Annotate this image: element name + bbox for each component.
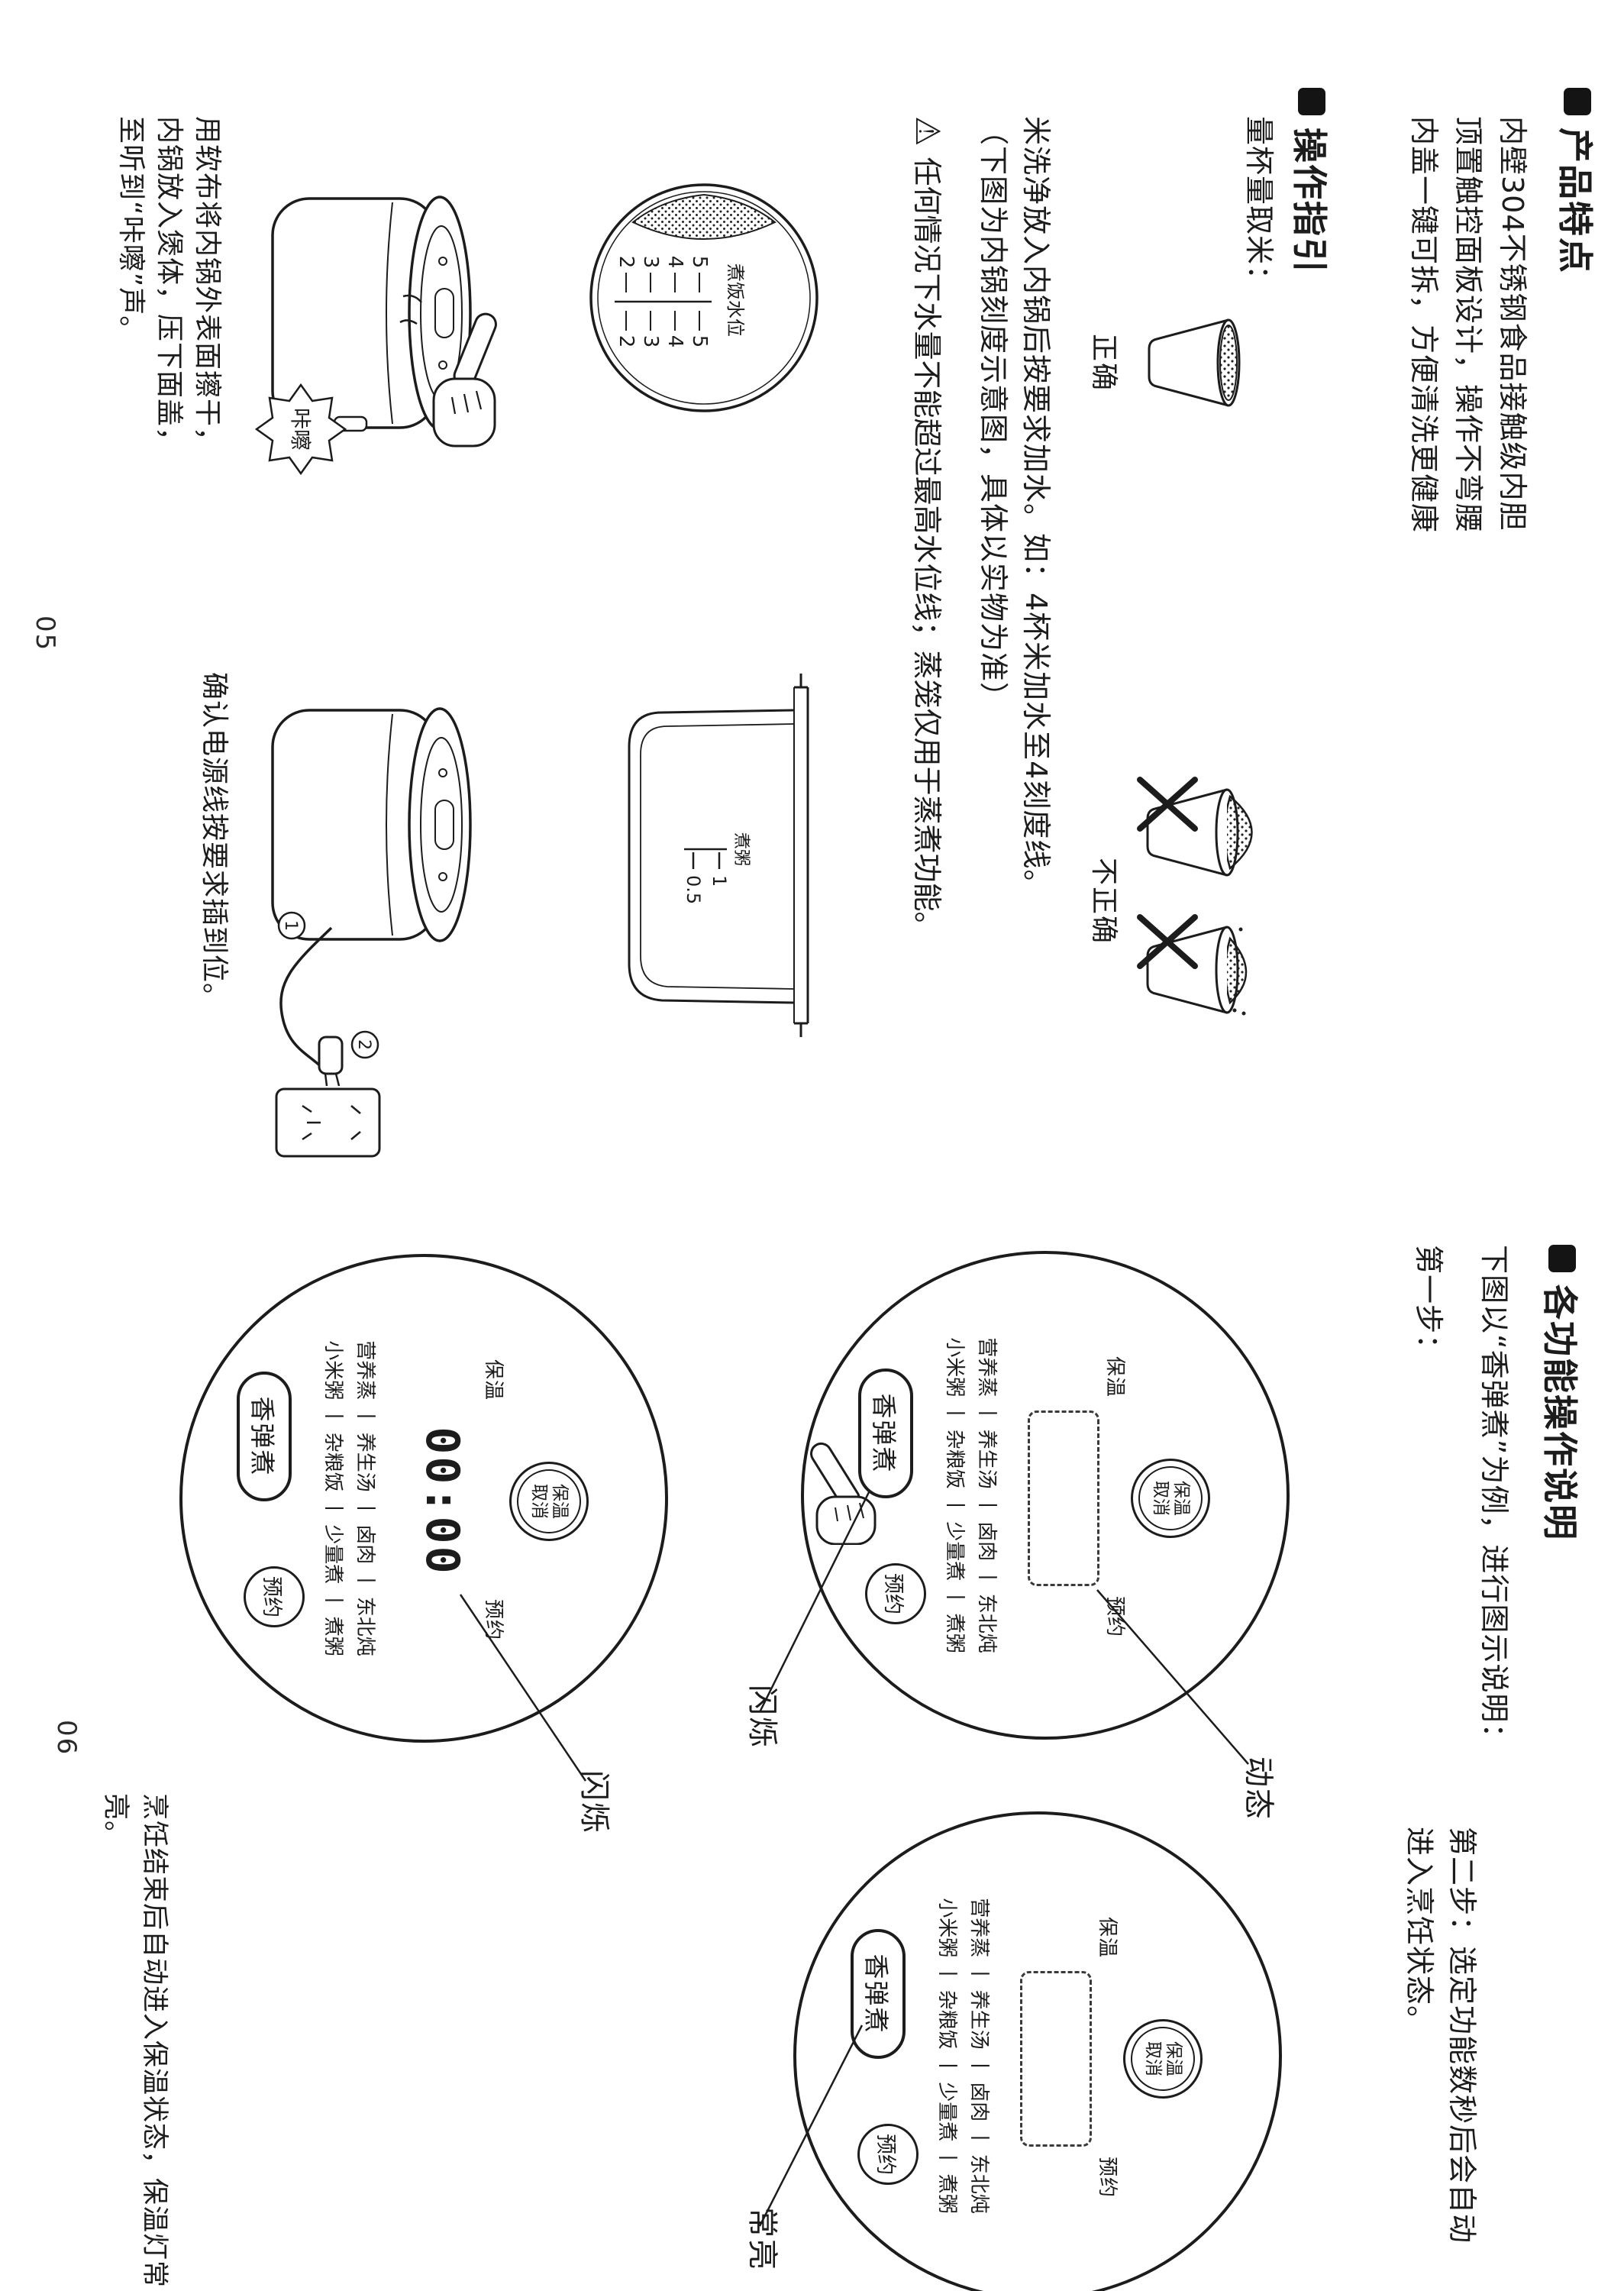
svg-text:5: 5 [688, 256, 711, 269]
svg-text:2: 2 [354, 1039, 373, 1050]
preset-indicator-label: 预约 [1096, 2157, 1119, 2199]
svg-text:2: 2 [615, 335, 638, 348]
wrong-mark-icon [1137, 914, 1198, 969]
annotation-steady: 常亮 [744, 2207, 780, 2271]
svg-text:3: 3 [639, 256, 662, 269]
section-marker-icon [1548, 1245, 1576, 1272]
svg-text:0.5: 0.5 [683, 875, 704, 904]
svg-text:5: 5 [688, 335, 711, 348]
control-panel-step2-cooking: 保温 取消 保温 预约 营养蒸 丨 养生汤 丨 卤肉 丨 东北炖 小米粥 丨 杂… [793, 1811, 1282, 2291]
step2-line: 进入烹饪状态。 [1403, 1827, 1436, 2036]
display-time: 00:00 [415, 1427, 469, 1576]
hand-icon [810, 1442, 877, 1545]
step1-label: 第一步： [1412, 1245, 1445, 1365]
menu-row-2: 小米粥 丨 杂粮饭 丨 少量煮 丨 煮粥 [935, 1898, 958, 2214]
menu-row-1: 营养蒸 丨 养生汤 丨 卤肉 丨 东北炖 [967, 1898, 990, 2214]
preset-indicator-label: 预约 [482, 1599, 505, 1641]
measuring-cup-incorrect-illustration [1137, 777, 1253, 1016]
display-blank [1020, 1971, 1092, 2147]
wall-outlet [275, 1087, 381, 1158]
annotation-flashing: 闪烁 [576, 1770, 612, 1834]
keep-warm-cancel-button: 保温 取消 [509, 1462, 589, 1541]
svg-text:4: 4 [663, 335, 686, 348]
wrong-mark-icon [1137, 777, 1198, 832]
keep-warm-indicator-label: 保温 [1103, 1356, 1126, 1398]
click-sound-bubble: 咔嚓 [254, 383, 347, 476]
power-plug [318, 1036, 344, 1087]
step2-line: 第二步：选定功能数秒后会自动 [1445, 1827, 1479, 2244]
preset-button: 预约 [244, 1566, 305, 1627]
preset-button: 预约 [865, 1563, 926, 1624]
annotation-dynamic: 动态 [1241, 1756, 1276, 1821]
pot-scale-label: 煮粥 [731, 832, 751, 866]
keep-warm-indicator-label: 保温 [1096, 1917, 1119, 1959]
preset-indicator-label: 预约 [1103, 1596, 1126, 1638]
step-2-marker: 2 [350, 1030, 379, 1059]
svg-text:3: 3 [639, 335, 662, 348]
svg-text:4: 4 [663, 256, 686, 269]
menu-row-1: 营养蒸 丨 养生汤 丨 卤肉 丨 东北炖 [354, 1340, 376, 1656]
closing-note: 烹饪结束后自动进入保温状态，保温灯常亮。 [100, 1793, 170, 2289]
step-1-marker: 1 [277, 911, 306, 940]
hand-icon [399, 294, 497, 448]
section-header-function-operations: 各功能操作说明 [1537, 1245, 1587, 1541]
svg-text:2: 2 [615, 256, 638, 269]
inner-pot-illustration: 煮粥 1 0.5 [628, 674, 809, 1037]
measuring-cup-correct-illustration [1148, 318, 1241, 407]
keep-warm-cancel-button: 保温 取消 [1123, 2019, 1203, 2099]
cooker-press-lid-illustration: 咔嚓 [254, 195, 497, 476]
svg-text:1: 1 [709, 875, 730, 887]
keep-warm-cancel-button: 保温 取消 [1131, 1459, 1210, 1538]
click-sound-text: 咔嚓 [288, 408, 313, 451]
start-button: 香弹煮 [237, 1372, 292, 1501]
start-button: 香弹煮 [851, 1929, 906, 2059]
svg-text:1: 1 [281, 920, 300, 931]
page-number-06: 06 [51, 1720, 82, 1756]
section-title: 各功能操作说明 [1539, 1284, 1580, 1541]
menu-row-2: 小米粥 丨 杂粮饭 丨 少量煮 丨 煮粥 [943, 1337, 966, 1653]
menu-row-1: 营养蒸 丨 养生汤 丨 卤肉 丨 东北炖 [975, 1337, 998, 1653]
preset-button: 预约 [857, 2124, 919, 2185]
dial-scale-label: 煮饭水位 [725, 263, 746, 337]
keep-warm-indicator-label: 保温 [482, 1359, 505, 1401]
water-scale-magnifier-illustration: 煮饭水位 5 4 3 2 5 4 3 2 [589, 183, 818, 412]
menu-row-2: 小米粥 丨 杂粮饭 丨 少量煮 丨 煮粥 [321, 1340, 344, 1656]
display-blank [1028, 1410, 1099, 1586]
cooker-power-cord-illustration: 1 2 [271, 707, 472, 1158]
control-panel-standby: 保温 取消 保温 预约 00:00 营养蒸 丨 养生汤 丨 卤肉 丨 东北炖 小… [179, 1254, 668, 1743]
function-intro: 下图以“香弹煮”为例，进行图示说明： [1477, 1245, 1511, 1753]
annotation-flashing: 闪烁 [744, 1685, 780, 1749]
power-cord [279, 926, 333, 1071]
